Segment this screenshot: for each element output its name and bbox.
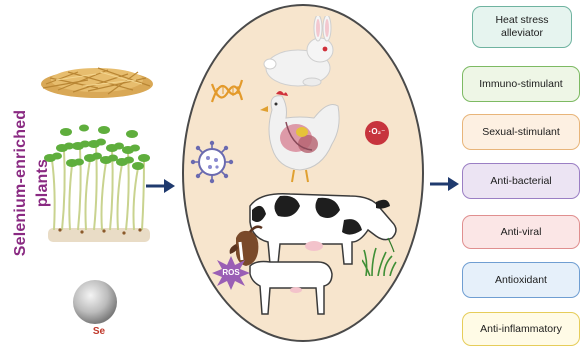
superoxide-label: ·O₂⁻: [364, 127, 390, 136]
arrow-to-animals-icon: [146, 178, 176, 194]
hen-icon: [256, 88, 346, 184]
sexual-stimulant-pill: Sexual-stimulant: [462, 114, 580, 150]
virus-icon: [190, 140, 234, 184]
side-title: Selenium-enriched plants: [10, 92, 32, 274]
anti-bacterial-pill: Anti-bacterial: [462, 163, 580, 199]
sprouts-icon: [44, 120, 154, 248]
arrow-to-effects-icon: [430, 176, 460, 192]
grass-icon: [362, 246, 398, 276]
immuno-stimulant-pill: Immuno-stimulant: [462, 66, 580, 102]
dna-icon: [210, 76, 244, 106]
straw-icon: [38, 58, 156, 100]
ros-label: ROS: [212, 268, 250, 277]
heat-stress-pill: Heat stress alleviator: [472, 6, 572, 48]
rabbit-icon: [258, 16, 344, 90]
selenium-label: Se: [84, 326, 114, 337]
antioxidant-pill: Antioxidant: [462, 262, 580, 298]
anti-viral-pill: Anti-viral: [462, 215, 580, 249]
selenium-sphere-icon: [69, 278, 121, 328]
anti-inflammatory-pill: Anti-inflammatory: [462, 312, 580, 346]
